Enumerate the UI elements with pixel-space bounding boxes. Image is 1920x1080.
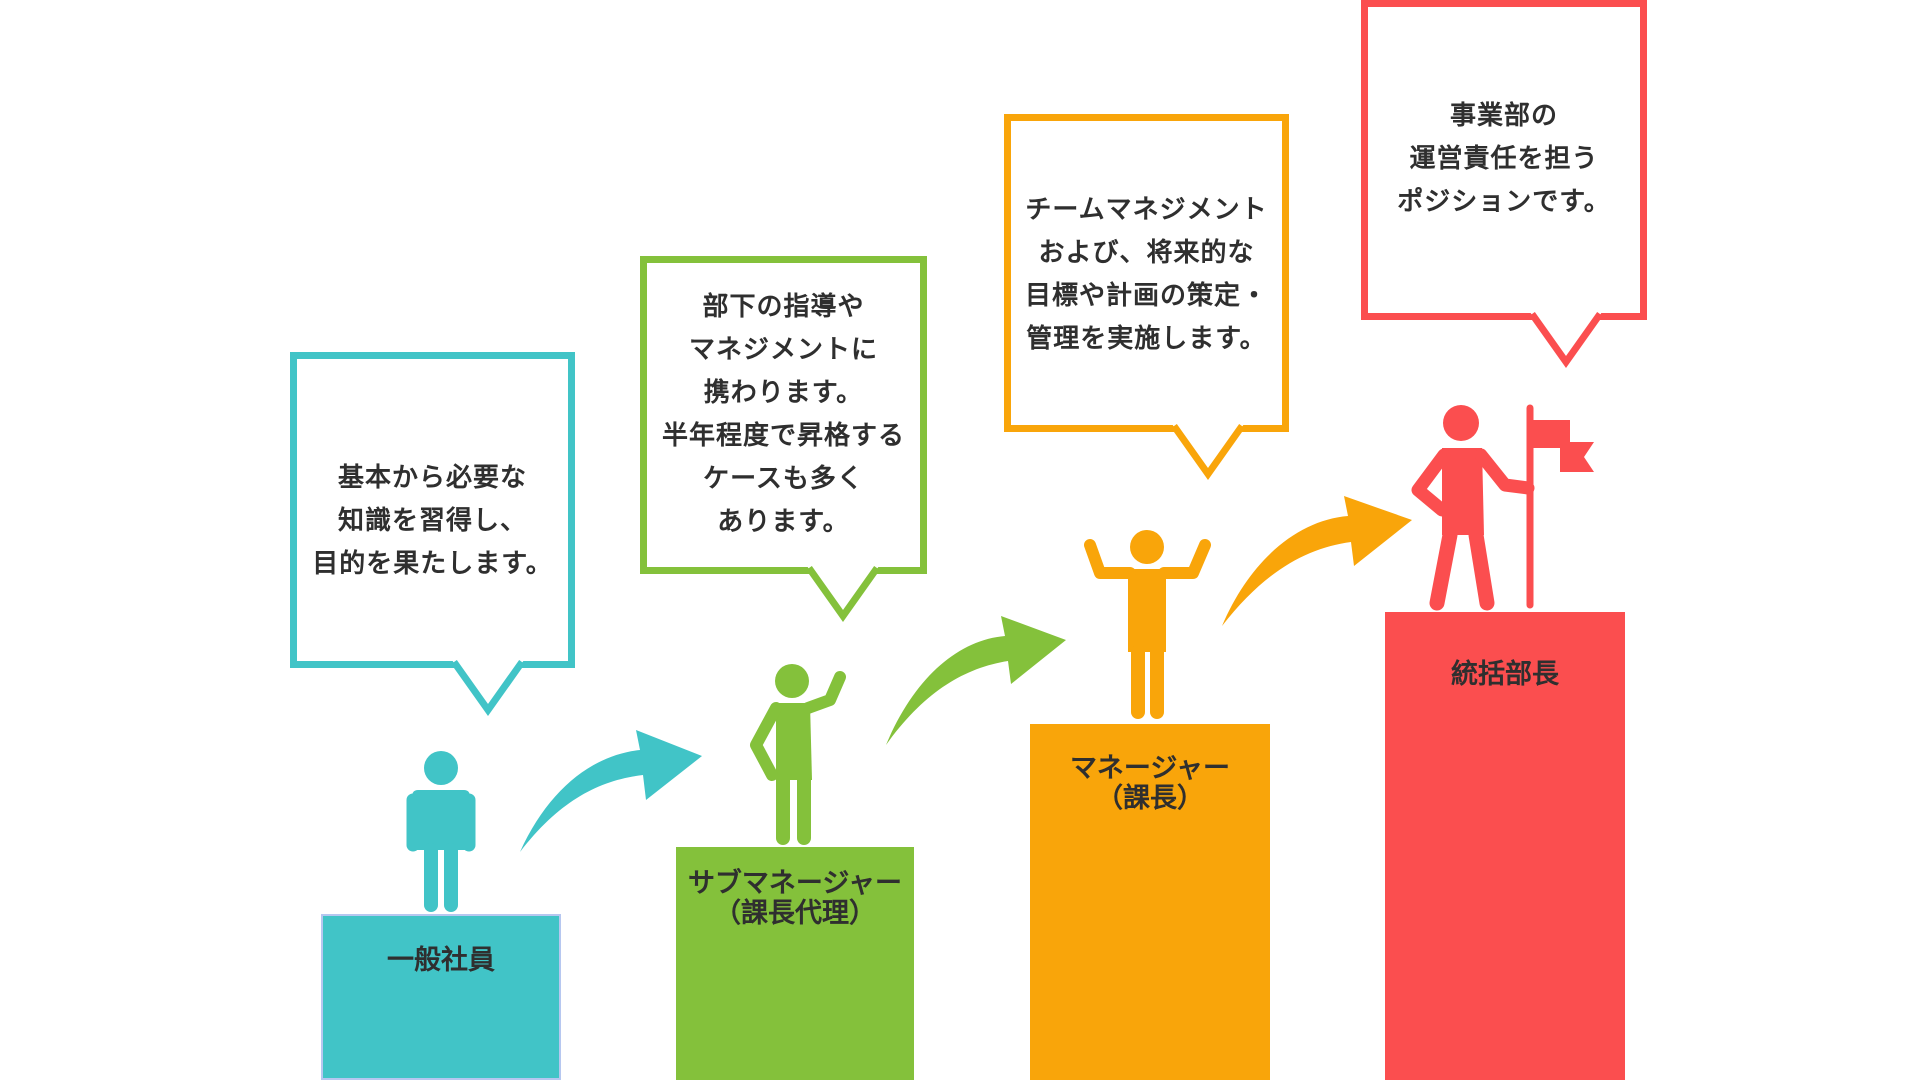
person-with-flag-icon <box>1411 404 1594 611</box>
curved-arrow-icon <box>886 616 1066 745</box>
bubble-tail <box>1171 423 1245 481</box>
step-block-general-manager: 統括部長 <box>1385 612 1625 1080</box>
standing-person-icon <box>406 751 476 912</box>
bubble-line: 事業部の <box>1449 101 1558 131</box>
step-title: サブマネージャー <box>687 868 903 899</box>
bubble-line: 管理を実施します。 <box>1026 324 1267 354</box>
step-subtitle: （課長） <box>1096 783 1204 814</box>
bubble-line: チームマネジメント <box>1025 195 1268 225</box>
bubble-tail <box>451 659 525 717</box>
curved-arrow-icon <box>1222 496 1412 626</box>
cheering-person-icon <box>1084 530 1211 719</box>
description-bubble-manager: チームマネジメント および、将来的な 目標や計画の策定・ 管理を実施します。 <box>1004 114 1289 432</box>
step-subtitle: （課長代理） <box>714 898 876 929</box>
bubble-line: 目標や計画の策定・ <box>1024 281 1268 311</box>
bubble-line: マネジメントに <box>688 335 878 365</box>
bubble-line: 目的を果たします。 <box>312 548 553 579</box>
description-bubble-general-staff: 基本から必要な 知識を習得し、 目的を果たします。 <box>290 352 575 668</box>
bubble-line: 部下の指導や <box>702 292 865 322</box>
bubble-line: 知識を習得し、 <box>337 505 527 536</box>
curved-arrow-icon <box>520 730 702 852</box>
bubble-line: ポジションです。 <box>1397 187 1611 217</box>
bubble-line: 運営責任を担う <box>1409 144 1599 174</box>
step-block-manager: マネージャー （課長） <box>1030 724 1270 1080</box>
bubble-line: 基本から必要な <box>337 462 527 493</box>
step-block-general-staff: 一般社員 <box>321 914 561 1080</box>
step-title: 一般社員 <box>387 945 495 976</box>
step-title: 統括部長 <box>1451 659 1559 690</box>
bubble-line: ケースも多く <box>703 464 864 494</box>
description-bubble-general-manager: 事業部の 運営責任を担う ポジションです。 <box>1361 0 1647 320</box>
bubble-line: 携わります。 <box>703 378 864 408</box>
description-bubble-sub-manager: 部下の指導や マネジメントに 携わります。 半年程度で昇格する ケースも多く あ… <box>640 256 927 574</box>
waving-person-icon <box>750 664 846 845</box>
step-block-sub-manager: サブマネージャー （課長代理） <box>676 847 914 1080</box>
bubble-tail <box>1529 311 1603 369</box>
bubble-line: 半年程度で昇格する <box>661 421 905 451</box>
step-title: マネージャー <box>1069 753 1231 784</box>
bubble-line: および、将来的な <box>1038 238 1255 268</box>
bubble-line: あります。 <box>717 507 850 537</box>
bubble-tail <box>806 565 880 623</box>
